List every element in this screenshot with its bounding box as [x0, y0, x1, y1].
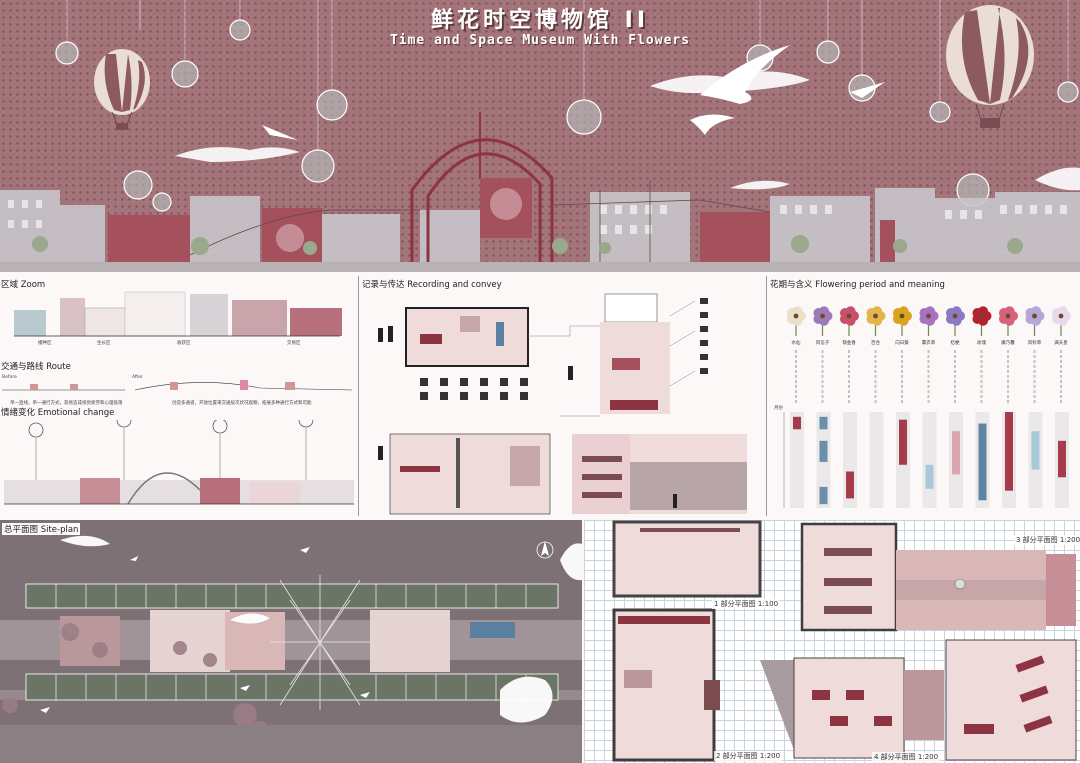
emotion-heading: 情绪变化 Emotional change [1, 408, 115, 418]
flowering-period-bar [1058, 440, 1066, 478]
zone-label: 收获区 [177, 341, 191, 346]
route-after-note: 创造多通道，开放位置来交通层次状况观察，拓展多种通行方式和可能 [172, 401, 312, 406]
page-title-cn: 鲜花时空博物馆 II [430, 8, 650, 33]
flower-illustration [972, 306, 992, 336]
flower-illustration [892, 306, 912, 336]
flower-illustration [786, 306, 806, 336]
flower-illustration [813, 306, 833, 336]
period-column [790, 412, 804, 508]
hero-banner: 鲜花时空博物馆 II Time and Space Museum With Fl… [0, 0, 1080, 272]
flowering-axis-label: 月份 [774, 406, 783, 411]
flower-name: 水仙 [792, 339, 801, 346]
flowering-period-bar [819, 486, 828, 505]
north-arrow-icon [536, 541, 554, 559]
period-column [869, 412, 884, 508]
flower-illustration [998, 306, 1018, 336]
flowering-period-bar [1005, 412, 1013, 491]
part-plan-3-label: 3 部分平面图 1:200 [1014, 535, 1080, 545]
recording-heading: 记录与传达 Recording and convey [362, 280, 502, 290]
flowering-period-bar [899, 419, 907, 465]
hot-air-balloon-right-icon [946, 5, 1034, 128]
flower-illustration [919, 306, 939, 336]
flowering-period-bar [819, 416, 828, 430]
flowering-period-bar [952, 431, 960, 475]
bird-icon [690, 45, 790, 135]
part-plan-1-label: 1 部分平面图 1:100 [712, 599, 781, 609]
flower-name: 郁金香 [842, 339, 856, 346]
zone-label: 交易区 [287, 341, 301, 346]
flower-name: 桔梗 [951, 339, 960, 346]
flower-name: 风信子 [816, 339, 830, 346]
part-plans-drawing [612, 520, 1077, 762]
route-heading: 交通与路线 Route [1, 362, 71, 372]
flower-name: 康乃馨 [1001, 339, 1015, 346]
part-plan-4-label: 4 部分平面图 1:200 [872, 752, 941, 762]
flowering-heading: 花期与含义 Flowering period and meaning [770, 280, 945, 290]
route-diagram [2, 380, 353, 391]
route-before-label: Before [2, 375, 17, 380]
flower-illustration [839, 306, 859, 336]
zone-label: 播种区 [38, 341, 52, 346]
flower-illustration [1025, 306, 1045, 336]
flowering-period-bar [1031, 431, 1040, 470]
flowering-chart: 水仙 风信子 郁金香 百合 向日葵 薰衣草 桔梗 玫瑰 康乃馨 风铃草 满天星 [783, 306, 1071, 508]
site-plan-panel: 总平面图 Site-plan [0, 520, 582, 763]
part-plan-2-label: 2 部分平面图 1:200 [714, 751, 783, 761]
emotion-diagram [4, 420, 354, 505]
flowering-period-bar [819, 440, 828, 462]
flower-name: 满天星 [1054, 339, 1068, 346]
route-after-label: After [132, 375, 143, 380]
flowering-period-bar [978, 423, 987, 501]
sad-face-icon [28, 422, 44, 438]
flowering-period-bar [925, 464, 934, 489]
site-plan-heading: 总平面图 Site-plan [2, 523, 81, 535]
flowering-panel: 花期与含义 Flowering period and meaning 水仙 风信子… [768, 274, 1080, 517]
flower-illustration [1051, 306, 1071, 336]
flower-name: 向日葵 [895, 339, 909, 346]
analysis-panel: 区域 Zoom 播种区 生长区 收获区 交易区 交通与路线 Route Befo… [0, 274, 357, 517]
recording-panel: 记录与传达 Recording and convey [360, 274, 765, 517]
hero-illustration [0, 0, 1080, 272]
flower-name: 风铃草 [1028, 339, 1042, 346]
flower-illustration [866, 306, 886, 336]
hot-air-balloon-left-icon [94, 49, 150, 130]
period-column [922, 412, 937, 508]
flower-name: 薰衣草 [922, 339, 936, 346]
flower-illustration [945, 306, 965, 336]
flower-name: 玫瑰 [977, 339, 986, 346]
site-plan-drawing [0, 520, 582, 763]
part-plans-panel: 1 部分平面图 1:100 2 部分平面图 1:200 3 部分平面图 1:20… [584, 520, 1080, 763]
zoom-section-drawing [14, 291, 342, 337]
zoom-heading: 区域 Zoom [1, 280, 46, 290]
flowering-period-bar [793, 416, 801, 430]
route-before-note: 单一直线，单一通行方式，容易造成视觉疲劳和心理低落 [10, 401, 123, 406]
paper-plane-icon [262, 82, 885, 140]
zone-label: 生长区 [97, 341, 111, 346]
recording-diagram [378, 293, 747, 515]
happy-face-icon [298, 420, 314, 428]
page-title-en: Time and Space Museum With Flowers [389, 33, 691, 48]
flower-name: 百合 [871, 339, 880, 346]
smile-face-icon [212, 420, 228, 434]
flowering-period-bar [846, 471, 854, 499]
